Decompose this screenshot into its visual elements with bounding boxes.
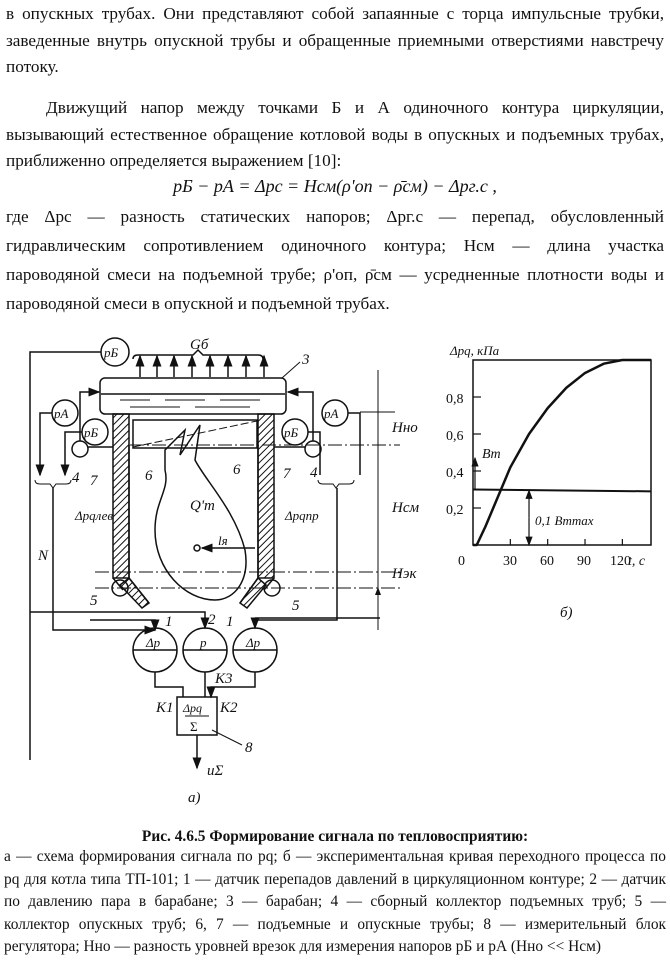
label-5-left: 5 xyxy=(90,593,98,609)
label-dp-right: Δpqпр xyxy=(284,508,319,523)
label-3: 3 xyxy=(301,352,310,368)
label-Q: Q'т xyxy=(190,498,215,514)
label-pA-left: pА xyxy=(53,406,69,421)
drum xyxy=(99,377,287,415)
label-b: б) xyxy=(560,605,573,621)
figure-caption-title: Рис. 4.6.5 Формирование сигнала по тепло… xyxy=(141,828,529,845)
x-tick-120: 120 xyxy=(610,554,631,569)
paragraph-3: где Δpс — разность статических напоров; … xyxy=(6,207,664,313)
label-4-right: 4 xyxy=(310,465,318,481)
label-p-2: p xyxy=(199,635,207,650)
label-6-right: 6 xyxy=(233,462,241,478)
x-tick-90: 90 xyxy=(577,554,591,569)
x-axis-label: t, с xyxy=(628,554,646,569)
label-box-bottom: Σ xyxy=(190,719,198,734)
series-line-Bt xyxy=(472,488,652,493)
flame xyxy=(154,424,247,601)
label-pA-right: pА xyxy=(323,406,339,421)
collector-5-right xyxy=(263,579,281,597)
label-pB-top: pБ xyxy=(103,345,119,360)
label-6-left: 6 xyxy=(145,468,153,484)
label-K3: K3 xyxy=(214,671,233,687)
label-dp-1: Δp xyxy=(145,635,161,650)
y-tick-0.8: 0,8 xyxy=(446,392,464,407)
label-2: 2 xyxy=(208,612,216,628)
y-tick-0.6: 0,6 xyxy=(446,429,464,444)
label-K2: K2 xyxy=(219,700,238,716)
annotation-0.1Bt: 0,1 Bтmax xyxy=(535,513,594,528)
label-box-top: Δpq xyxy=(182,701,202,715)
collector-4-left xyxy=(71,440,89,458)
label-1-right: 1 xyxy=(226,614,234,630)
label-7-left: 7 xyxy=(90,473,99,489)
series-line-dpq xyxy=(473,358,651,547)
label-Hno: Hно xyxy=(391,420,418,436)
chart-b: Δpq, кПа t, с 0 30 60 90 120 0,2 0,4 0,6… xyxy=(446,343,652,621)
annotation-Bt: Bт xyxy=(482,447,501,462)
y-axis-label: Δpq, кПа xyxy=(449,343,500,358)
diagram-a xyxy=(29,337,400,770)
label-dp-left: Δpqлев xyxy=(74,508,113,523)
label-G: Gб xyxy=(190,337,209,353)
label-N: N xyxy=(37,548,49,564)
label-Hek: Hэк xyxy=(391,566,417,582)
label-pB-right: pБ xyxy=(283,425,299,440)
label-a: а) xyxy=(188,790,201,806)
label-K1: K1 xyxy=(155,700,174,716)
x-tick-30: 30 xyxy=(503,554,517,569)
figure-caption-text: а — схема формирования сигнала по pq; б … xyxy=(4,848,666,956)
label-u: uΣ xyxy=(207,763,224,779)
label-dp-1b: Δp xyxy=(245,635,261,650)
paragraph-1: в опускных трубах. Они представляют собо… xyxy=(6,4,664,76)
label-5-right: 5 xyxy=(292,598,300,614)
x-tick-60: 60 xyxy=(540,554,554,569)
label-7-right: 7 xyxy=(283,466,292,482)
label-4-left: 4 xyxy=(72,470,80,486)
collector-5-left xyxy=(111,579,129,597)
label-1-left: 1 xyxy=(165,614,173,630)
label-8: 8 xyxy=(245,740,253,756)
collector-4-right xyxy=(304,440,322,458)
formula: pБ − pА = Δpс = Hсм(ρ'оп − ρ̄см) − Δpг.с… xyxy=(173,176,497,196)
x-tick-0: 0 xyxy=(458,554,465,569)
y-tick-0.4: 0,4 xyxy=(446,466,464,481)
y-tick-0.2: 0,2 xyxy=(446,503,464,518)
label-Hsm: Hсм xyxy=(391,500,419,516)
plot-frame xyxy=(472,359,652,546)
diagram-a-labels: Gб 3 pБ pА pБ pБ pА 4 4 7 6 6 7 Δpqлев Δ… xyxy=(37,337,419,806)
paragraph-2: Движущий напор между точками Б и А одино… xyxy=(6,98,664,170)
label-pB-left: pБ xyxy=(83,425,99,440)
figure: Gб 3 pБ pА pБ pБ pА 4 4 7 6 6 7 Δpqлев Δ… xyxy=(29,337,652,806)
steam-arrows xyxy=(135,354,269,377)
label-l: lя xyxy=(218,533,228,548)
